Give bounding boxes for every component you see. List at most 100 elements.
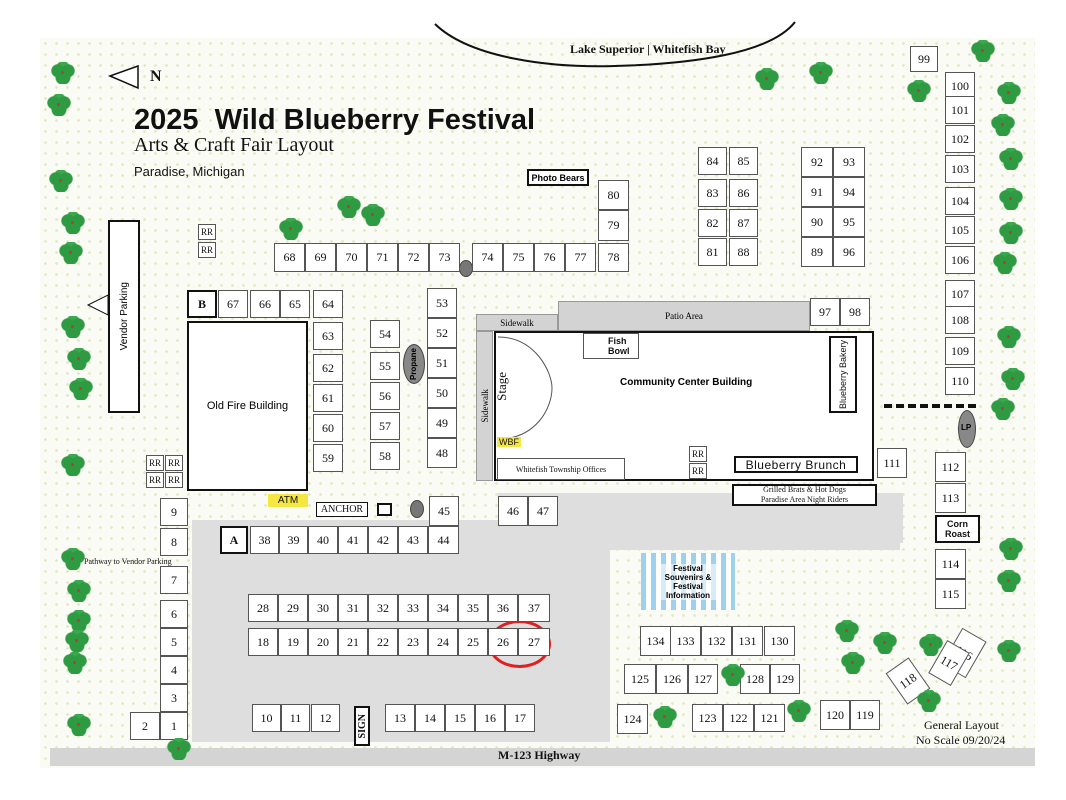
stage-label: Stage [494,372,509,401]
booth-97: 97 [810,298,840,326]
booth-92: 92 [801,147,833,177]
booth-126: 126 [656,664,688,694]
booth-125: 125 [624,664,656,694]
booth-123: 123 [692,704,723,732]
booth-a: A [220,526,248,554]
tree-icon [278,218,304,240]
booth-79: 79 [598,210,629,241]
old-fire-building: Old Fire Building [187,321,308,491]
booth-9: 9 [160,498,188,526]
booth-5: 5 [160,628,188,656]
booth-89: 89 [801,237,833,267]
booth-121: 121 [754,704,785,732]
booth-87: 87 [729,209,758,237]
post-marker-top [459,260,473,277]
tree-icon [840,652,866,674]
sidewalk-top: Sidewalk [476,314,558,331]
anchor-box: ANCHOR [316,502,368,517]
tree-icon [652,706,678,728]
booth-91: 91 [801,177,833,207]
blueberry-brunch: Blueberry Brunch [734,456,858,473]
booth-53: 53 [427,288,457,318]
tree-icon [360,204,386,226]
tree-icon [60,212,86,234]
booth-29: 29 [278,594,308,622]
booth-129: 129 [770,664,800,694]
tree-icon [808,62,834,84]
booth-24: 24 [428,628,458,656]
tree-icon [998,222,1024,244]
tree-icon [834,620,860,642]
booth-115: 115 [935,579,966,609]
highway-strip [50,748,1035,766]
restroom-2: RR [198,242,216,258]
booth-110: 110 [945,367,975,395]
booth-133: 133 [670,626,701,656]
booth-46: 46 [498,496,528,526]
tree-icon [66,348,92,370]
booth-83: 83 [698,179,727,207]
grilled-brats: Grilled Brats & Hot Dogs Paradise Area N… [732,484,877,506]
booth-101: 101 [945,96,975,124]
booth-65: 65 [280,290,310,318]
booth-45: 45 [429,496,459,526]
tree-icon [990,114,1016,136]
booth-66: 66 [250,290,280,318]
tree-icon [60,454,86,476]
booth-88: 88 [729,238,758,266]
booth-56: 56 [370,382,400,410]
parking-arrow-icon [86,294,109,316]
booth-120: 120 [820,700,850,730]
booth-32: 32 [368,594,398,622]
corn-roast: Corn Roast [935,515,980,543]
booth-49: 49 [427,408,457,438]
map-location: Paradise, Michigan [134,164,245,179]
booth-59: 59 [313,444,343,472]
booth-67: 67 [218,290,248,318]
booth-37: 37 [518,594,550,622]
booth-81: 81 [698,238,727,266]
booth-57: 57 [370,412,400,440]
tree-icon [992,252,1018,274]
north-label: N [150,68,162,85]
booth-2: 2 [130,712,160,740]
booth-14: 14 [415,704,445,732]
booth-90: 90 [801,207,833,237]
booth-86: 86 [729,179,758,207]
booth-40: 40 [308,526,338,554]
wbf-label: WBF [497,437,521,447]
restroom-3: RR [146,455,164,471]
booth-82: 82 [698,209,727,237]
patio-area: Patio Area [558,301,810,331]
booth-63: 63 [313,322,343,350]
booth-52: 52 [427,318,457,348]
photo-bears: Photo Bears [527,169,589,186]
booth-132: 132 [701,626,732,656]
booth-50: 50 [427,378,457,408]
booth-74: 74 [472,243,503,272]
tree-icon [46,94,72,116]
booth-105: 105 [945,216,975,244]
booth-47: 47 [528,496,558,526]
vendor-parking: Vendor Parking [108,220,140,413]
booth-78: 78 [598,243,629,272]
restroom-1: RR [198,224,216,240]
lake-shoreline [434,21,796,68]
booth-b: B [187,290,217,318]
booth-96: 96 [833,237,865,267]
booth-77: 77 [565,243,596,272]
tree-icon [48,170,74,192]
booth-44: 44 [428,526,459,554]
booth-28: 28 [248,594,278,622]
booth-23: 23 [398,628,428,656]
booth-80: 80 [598,180,629,210]
tree-icon [916,690,942,712]
small-box [377,503,392,516]
tree-icon [996,570,1022,592]
booth-18: 18 [248,628,278,656]
booth-104: 104 [945,187,975,215]
restroom-6: RR [165,472,183,488]
booth-19: 19 [278,628,308,656]
booth-42: 42 [368,526,398,554]
